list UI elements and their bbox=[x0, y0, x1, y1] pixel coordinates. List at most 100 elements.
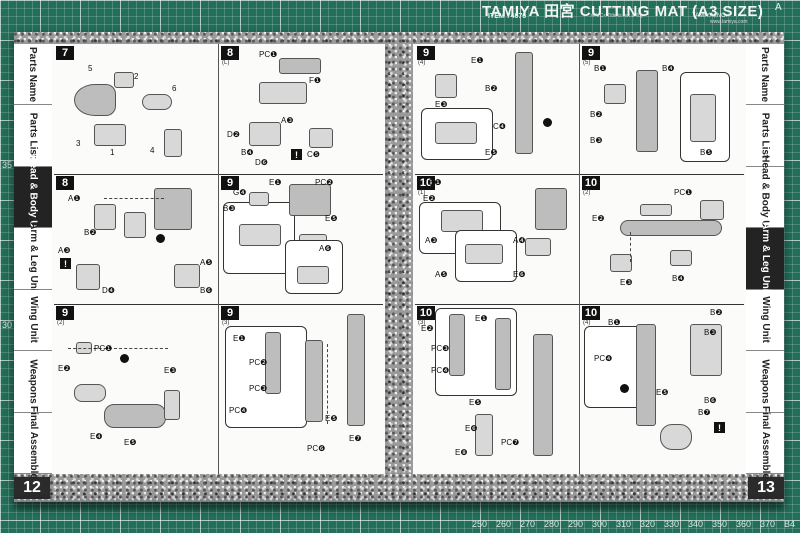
caution-icon: ! bbox=[60, 258, 71, 269]
part-drawing bbox=[164, 129, 182, 157]
part-label: E❷ bbox=[423, 194, 436, 203]
part-label: E❶ bbox=[233, 334, 246, 343]
part-label: PC❸ bbox=[249, 384, 268, 393]
step-panel: 7 5 2 6 3 1 4 bbox=[54, 44, 219, 174]
part-label: E❻ bbox=[465, 424, 478, 433]
part-label: D❹ bbox=[102, 286, 115, 295]
part-label: 6 bbox=[172, 84, 177, 93]
part-label: B❸ bbox=[223, 204, 236, 213]
part-label: PC❶ bbox=[94, 344, 113, 353]
part-drawing bbox=[525, 238, 551, 256]
ruler-number: 320 bbox=[640, 519, 656, 529]
ruler-number: 330 bbox=[664, 519, 680, 529]
ruler-number: 290 bbox=[568, 519, 584, 529]
step-panel: 9 (2) PC❶ E❷ E❸ E❹ E❺ bbox=[54, 304, 219, 474]
part-label: E❻ bbox=[513, 270, 526, 279]
step-panel: 10 (1) E❶ E❷ A❸ A❹ A❺ E❻ bbox=[415, 174, 580, 304]
mat-url: www.tamiya.com bbox=[710, 19, 748, 25]
part-label: PC❼ bbox=[501, 438, 520, 447]
tab-parts-name: Parts Name bbox=[14, 44, 52, 106]
step-row: 7 5 2 6 3 1 4 8 (L) bbox=[54, 44, 383, 175]
ruler-number: 340 bbox=[688, 519, 704, 529]
part-drawing bbox=[309, 128, 333, 148]
part-label: PC❶ bbox=[259, 50, 278, 59]
instruction-booklet: 12 Parts Name Parts List Head & Body Uni… bbox=[14, 32, 784, 510]
part-label: B❸ bbox=[704, 328, 717, 337]
part-drawing bbox=[239, 224, 281, 246]
tab-label: Weapons bbox=[759, 359, 771, 404]
page-spine bbox=[399, 32, 413, 502]
tab-label: Parts Name bbox=[759, 46, 771, 102]
step-sub: (3) bbox=[418, 320, 426, 326]
caution-icon: ! bbox=[714, 422, 725, 433]
tab-label: Parts List bbox=[27, 112, 39, 159]
tab-final-assemble: Final Assemble bbox=[14, 406, 52, 479]
tab-weapons: Weapons bbox=[746, 351, 784, 413]
part-drawing bbox=[249, 192, 269, 206]
step-panel: 9 (5) B❶ B❷ B❸ B❹ B❺ bbox=[580, 44, 744, 174]
note-icon bbox=[120, 354, 129, 363]
part-label: A❶ bbox=[68, 194, 81, 203]
part-drawing bbox=[74, 84, 116, 116]
booklet-shadow bbox=[14, 500, 784, 510]
part-label: B❷ bbox=[485, 84, 498, 93]
section-tabs: Parts Name Parts List Head & Body Unit A… bbox=[746, 44, 784, 479]
part-label: E❺ bbox=[124, 438, 137, 447]
tab-weapons: Weapons bbox=[14, 351, 52, 413]
part-label: E❶ bbox=[269, 178, 282, 187]
step-panel: 9 (4) E❶ B❷ E❸ C❹ E❺ bbox=[415, 44, 580, 174]
part-label: B❶ bbox=[594, 64, 607, 73]
part-drawing bbox=[610, 254, 632, 272]
assembly-guide-line bbox=[68, 348, 168, 349]
part-label: PC❻ bbox=[307, 444, 326, 453]
left-page: 12 Parts Name Parts List Head & Body Uni… bbox=[14, 32, 399, 502]
part-label: E❺ bbox=[469, 398, 482, 407]
part-drawing bbox=[94, 204, 116, 230]
part-drawing bbox=[435, 74, 457, 98]
tab-wing-unit: Wing Unit bbox=[14, 289, 52, 352]
part-drawing bbox=[449, 314, 465, 376]
step-panel: 8 (L) ! PC❶ F❶ D❷ A❸ B❹ C❺ D❻ bbox=[219, 44, 383, 174]
tab-arm-leg-unit: Arm & Leg Unit bbox=[14, 222, 52, 295]
part-label: B❹ bbox=[662, 64, 675, 73]
part-label: E❸ bbox=[164, 366, 177, 375]
part-label: E❺ bbox=[325, 214, 338, 223]
part-drawing bbox=[700, 200, 724, 220]
step-panel: 8 ! A❶ B❷ A❸ D❹ A❺ B❻ bbox=[54, 174, 219, 304]
ruler-number: 310 bbox=[616, 519, 632, 529]
part-drawing bbox=[289, 184, 331, 216]
part-label: F❶ bbox=[309, 76, 322, 85]
step-number: 9 bbox=[56, 306, 74, 320]
tab-label: Wing Unit bbox=[759, 296, 771, 344]
mat-brand: TAMIYA 田宮 CUTTING MAT (A3 SIZE) bbox=[482, 3, 764, 20]
step-sub: (2) bbox=[583, 190, 591, 196]
part-label: 1 bbox=[110, 148, 115, 157]
ruler-number: 250 bbox=[472, 519, 488, 529]
tab-label: Final Assemble bbox=[27, 406, 39, 480]
part-label: E❺ bbox=[485, 148, 498, 157]
right-page: 13 Parts Name Parts List Head & Body Uni… bbox=[399, 32, 784, 502]
part-drawing bbox=[620, 220, 722, 236]
part-label: A❹ bbox=[513, 236, 526, 245]
page-spine bbox=[385, 32, 399, 502]
assembly-steps: 7 5 2 6 3 1 4 8 (L) bbox=[54, 44, 383, 474]
tab-label: Weapons bbox=[27, 359, 39, 404]
step-panel: 10 (2) PC❶ E❷ E❸ B❹ bbox=[580, 174, 744, 304]
part-label: B❷ bbox=[710, 308, 723, 317]
step-sub: (3) bbox=[222, 320, 230, 326]
note-icon bbox=[156, 234, 165, 243]
part-label: 5 bbox=[88, 64, 93, 73]
caution-icon: ! bbox=[291, 149, 302, 160]
page-top-border bbox=[399, 32, 784, 44]
part-label: PC❷ bbox=[249, 358, 268, 367]
part-label: E❺ bbox=[656, 388, 669, 397]
part-label: G❹ bbox=[233, 188, 247, 197]
assembly-guide-line bbox=[327, 344, 328, 424]
page-top-border bbox=[14, 32, 399, 44]
part-label: B❹ bbox=[241, 148, 254, 157]
ruler-number: 370 bbox=[760, 519, 776, 529]
part-drawing bbox=[441, 210, 483, 232]
part-drawing bbox=[94, 124, 126, 146]
part-drawing bbox=[279, 58, 321, 74]
step-sub: (L) bbox=[222, 60, 230, 66]
